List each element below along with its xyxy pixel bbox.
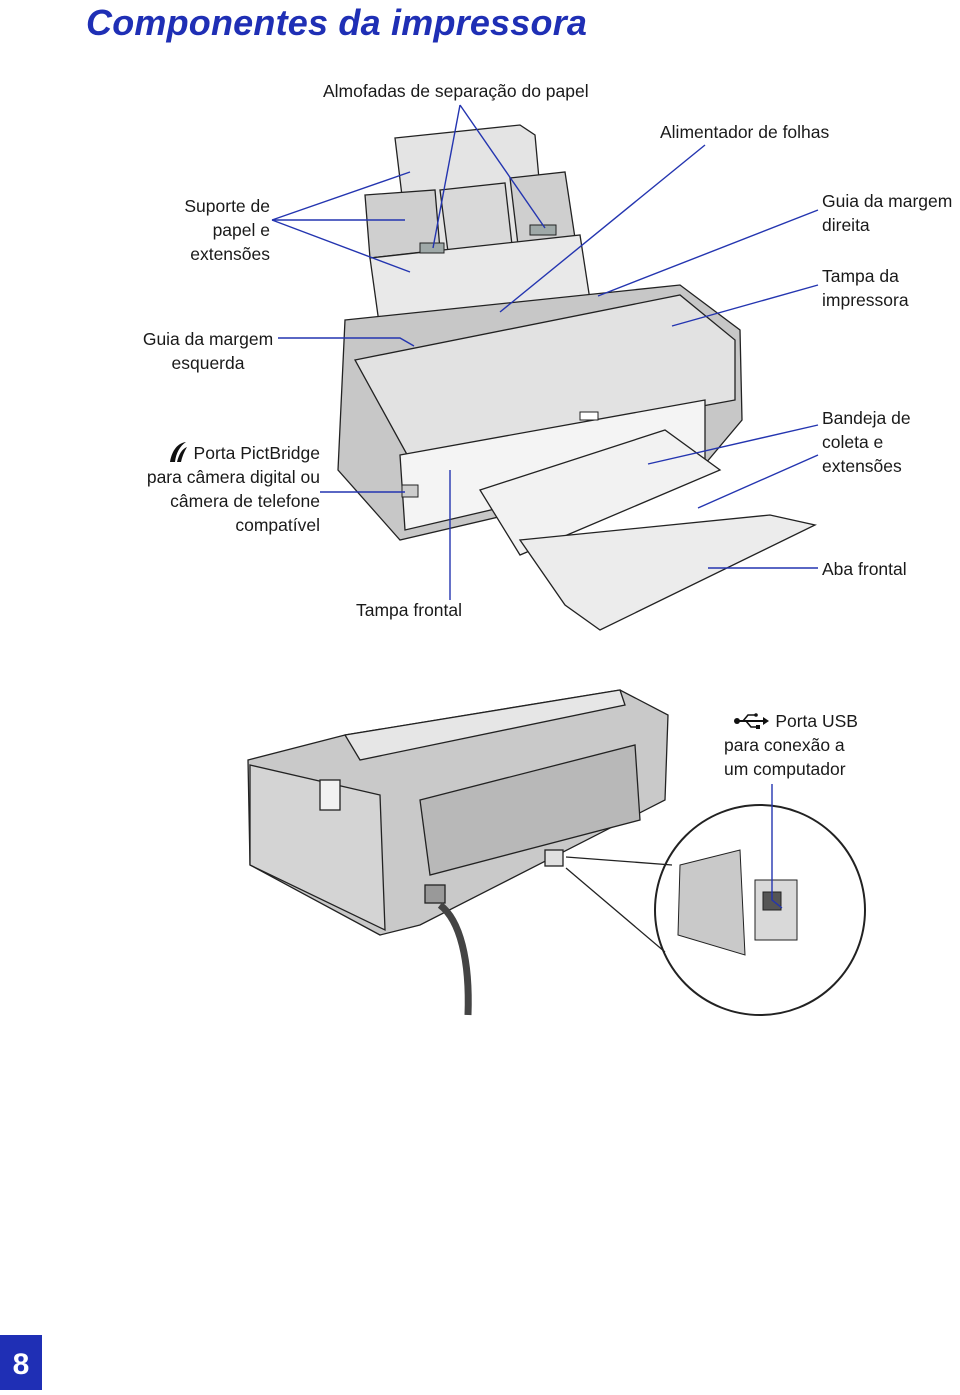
label-tampa-impressora: Tampa da impressora	[822, 266, 909, 310]
leader-guia-esquerda	[278, 337, 415, 347]
usb-line-1: Porta USB	[724, 709, 858, 733]
leader-alimentador	[499, 144, 706, 313]
printer-front-illustration	[337, 124, 817, 631]
label-tampa-frontal: Tampa frontal	[356, 600, 463, 620]
pictbridge-icon	[169, 442, 187, 462]
pictbridge-line-1: Porta PictBridge	[147, 440, 320, 465]
page-title: Componentes da impressora	[86, 2, 588, 43]
leader-usb	[771, 784, 783, 909]
label-pictbridge: Porta PictBridge para câmera digital ou …	[147, 440, 320, 537]
label-alimentador: Alimentador de folhas	[660, 122, 830, 142]
label-suporte: Suporte de papel e extensões	[184, 196, 270, 264]
label-bandeja: Bandeja de coleta e extensões	[822, 408, 911, 476]
leader-tampa-impressora	[671, 284, 819, 327]
label-guia-esquerda: Guia da margem esquerda	[142, 329, 274, 373]
usb-icon	[734, 713, 770, 729]
page-number: 8	[0, 1335, 42, 1390]
leader-almofadas-1	[432, 104, 461, 249]
label-usb: Porta USB para conexão a um computador	[724, 709, 858, 779]
leader-lines	[271, 104, 819, 909]
label-guia-direita: Guia da margem direita	[822, 191, 953, 235]
label-aba-frontal: Aba frontal	[822, 559, 907, 579]
leader-bandeja-2	[697, 454, 819, 509]
leader-almofadas-2	[459, 104, 546, 229]
leader-suporte-1	[271, 171, 411, 221]
leader-suporte-3	[271, 219, 411, 273]
leader-bandeja-1	[647, 424, 819, 465]
printer-rear-illustration	[247, 689, 866, 1016]
leader-guia-direita	[597, 209, 819, 297]
label-almofadas: Almofadas de separação do papel	[323, 81, 589, 101]
